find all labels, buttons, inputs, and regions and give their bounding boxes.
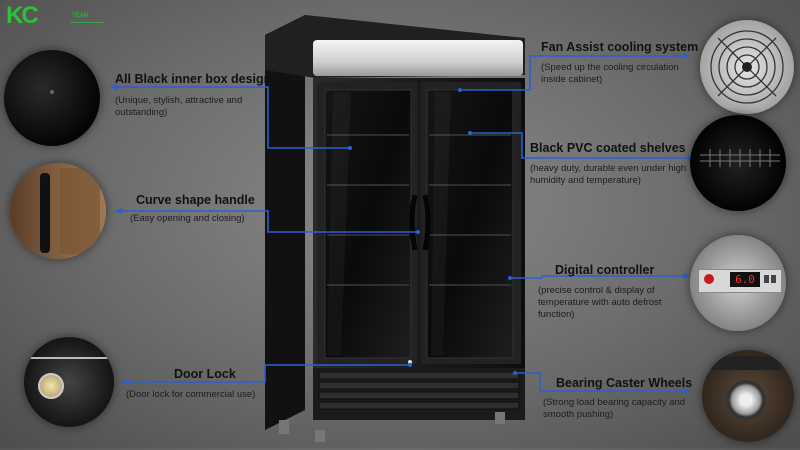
feature-casters: Bearing Caster Wheels (Strong load beari… xyxy=(543,376,701,421)
door-lock-detail-icon xyxy=(24,337,114,427)
right-handle xyxy=(422,194,431,251)
feature-inner-box-title: All Black inner box design xyxy=(115,72,272,86)
inner-box-detail-icon xyxy=(4,50,100,146)
feature-inner-box: All Black inner box design (Unique, styl… xyxy=(115,72,272,119)
feature-shelves-title: Black PVC coated shelves xyxy=(530,141,686,155)
feature-fan: Fan Assist cooling system (Speed up the … xyxy=(541,40,699,86)
feature-lock: Door Lock (Door lock for commercial use) xyxy=(126,367,266,401)
feature-casters-desc: (Strong load bearing capacity and smooth… xyxy=(543,397,686,420)
shelf-detail-icon xyxy=(690,115,786,211)
handle-detail-icon xyxy=(10,163,106,259)
caster-wheel-detail-icon xyxy=(702,350,794,442)
canopy-light-box xyxy=(313,40,523,76)
feature-lock-title: Door Lock xyxy=(174,367,236,381)
feature-controller-desc: (precise control & display of temperatur… xyxy=(538,285,662,320)
temperature-value: 6.0 xyxy=(735,273,755,286)
feature-casters-title: Bearing Caster Wheels xyxy=(556,376,693,390)
logo-underline xyxy=(70,22,104,23)
feature-fan-desc: (Speed up the cooling circulation inside… xyxy=(541,62,679,85)
fan-grille-icon xyxy=(700,20,794,114)
logo-text: TEAM xyxy=(72,13,89,19)
feature-handle: Curve shape handle (Easy opening and clo… xyxy=(130,193,276,225)
feature-fan-title: Fan Assist cooling system xyxy=(541,40,699,54)
feature-handle-desc: (Easy opening and closing) xyxy=(130,213,245,224)
temperature-display: 6.0 xyxy=(730,272,760,287)
logo-mark: KC xyxy=(6,2,39,29)
feature-controller: Digital controller (precise control & di… xyxy=(538,263,695,321)
controller-detail-icon: 6.0 xyxy=(690,235,786,331)
feature-handle-title: Curve shape handle xyxy=(136,193,255,207)
brand-logo: KC TEAM xyxy=(4,2,114,32)
feature-lock-desc: (Door lock for commercial use) xyxy=(126,389,256,400)
feature-controller-title: Digital controller xyxy=(555,263,655,277)
feature-shelves-desc: (heavy duty, durable even under high hum… xyxy=(530,163,687,186)
feature-shelves: Black PVC coated shelves (heavy duty, du… xyxy=(530,141,690,187)
left-handle xyxy=(409,194,418,251)
feature-inner-box-desc: (Unique, stylish, attractive and outstan… xyxy=(115,95,243,118)
